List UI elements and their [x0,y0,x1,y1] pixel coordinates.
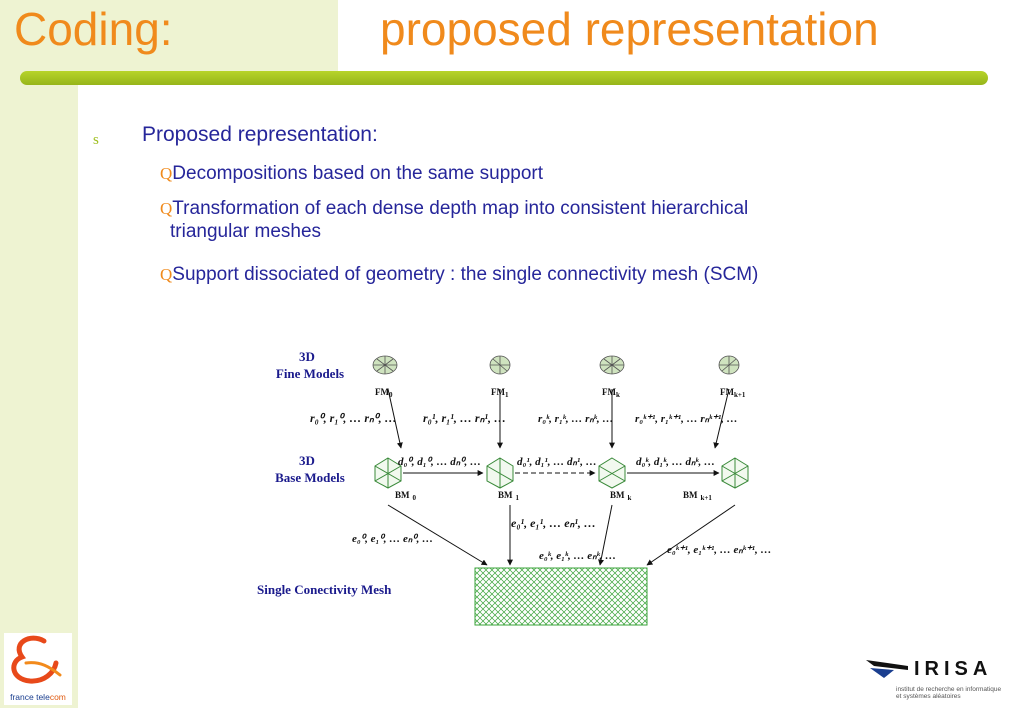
sub-bullet-3: QSupport dissociated of geometry : the s… [160,264,758,287]
irisa-bird-icon [866,660,908,678]
fine-models-label-line1: 3D [299,349,315,364]
sub-bullet-text: Decompositions based on the same support [172,163,543,184]
fm-label-1: FM1 [491,387,509,399]
e-set-k: e₀ᵏ, e₁ᵏ, … eₙᵏ, … [539,550,616,562]
france-telecom-logo: france telecom [4,633,72,705]
slide-title-right: proposed representation [380,3,879,55]
bullet-marker: s [93,132,99,148]
sub-bullet-marker: Q [160,265,173,284]
left-decor-band [0,0,78,708]
base-models-label-line1: 3D [299,453,315,468]
sub-bullet-1: QDecompositions based on the same suppor… [160,163,543,186]
sub-bullet-2: QTransformation of each dense depth map … [160,198,748,244]
sub-bullet-marker: Q [160,199,173,218]
fine-models-label-line2: Fine Models [276,366,344,381]
fm-label-0: FM0 [375,387,393,399]
france-telecom-wordmark: france telecom [10,692,66,702]
r-set-k: r₀ᵏ, r₁ᵏ, … rₙᵏ, … [538,413,613,425]
fm-label-k1: FMk+1 [720,387,746,399]
sub-bullet-text: Support dissociated of geometry : the si… [172,264,759,285]
d-set-0: d₀⁰, d₁⁰, … dₙ⁰, … [398,456,481,468]
fm-label-k: FMk [602,387,620,399]
d-set-1: d₀¹, d₁¹, … dₙ¹, … [517,456,597,468]
bullet-text: Proposed representation: [142,123,378,146]
single-connectivity-mesh [474,567,648,626]
title-underline [20,71,988,85]
scm-label: Single Conectivity Mesh [257,582,392,597]
e-set-k1: e₀ᵏ⁺¹, e₁ᵏ⁺¹, … eₙᵏ⁺¹, … [667,544,771,556]
sub-bullet-text: Transformation of each dense depth map i… [172,198,749,219]
france-telecom-swirl-icon [11,635,62,684]
e-set-0: e₀⁰, e₁⁰, … eₙ⁰, … [352,533,433,545]
r-set-1: r₀¹, r₁¹, … rₙ¹, … [423,411,506,425]
r-set-k1: r₀ᵏ⁺¹, r₁ᵏ⁺¹, … rₙᵏ⁺¹, … [635,413,738,425]
representation-diagram: 3D Fine Models 3D Base Models Single Con… [257,349,771,626]
e-set-1: e₀¹, e₁¹, … eₙ¹, … [511,516,596,530]
r-set-0: r₀⁰, r₁⁰, … rₙ⁰, … [310,411,397,425]
base-models-label-line2: Base Models [275,470,345,485]
sub-bullet-continuation: triangular meshes [170,220,322,242]
d-set-k: d₀ᵏ, d₁ᵏ, … dₙᵏ, … [636,456,715,468]
title-decor-band [0,0,338,72]
fine-model-icons [372,355,740,375]
slide-title-left: Coding: [14,3,173,55]
base-model-icons [374,457,749,489]
irisa-wordmark: IRISA [914,658,993,680]
irisa-tagline: institut de recherche en informatique et… [896,686,1002,701]
sub-bullet-marker: Q [160,164,173,183]
